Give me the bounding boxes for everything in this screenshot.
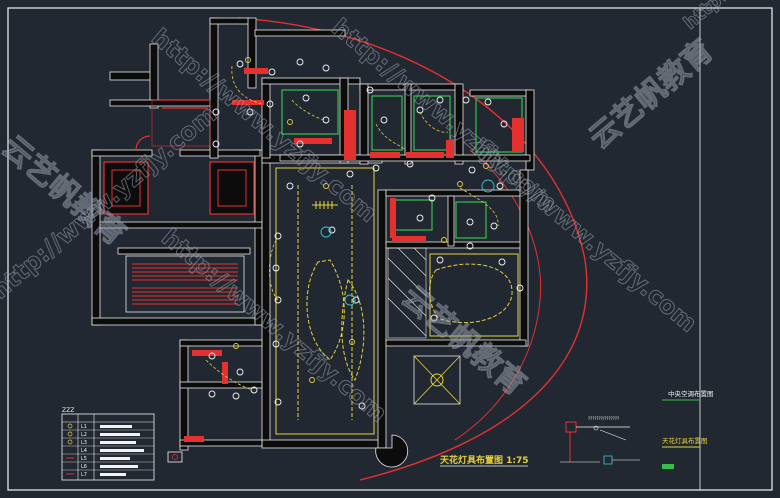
switch-wiring [205, 65, 499, 391]
staircase [125, 255, 245, 313]
detail-note: ???????/??????? [588, 416, 619, 421]
switch-detail-diagram: ???????/??????? [560, 416, 640, 465]
atrium-lightwell [413, 355, 461, 405]
section-marker-icon [167, 451, 183, 463]
legend-code-7: L7 [81, 472, 87, 478]
right-block-walls [385, 169, 529, 347]
watermark-url-3: http://www.yzfjy.com [156, 223, 392, 428]
watermark-url-5: http://www.yzfjy.com [0, 100, 222, 305]
legend-heading: ZZZ [62, 407, 74, 414]
round-column [375, 434, 409, 468]
spotlight-icon [233, 57, 489, 383]
downlight-icon [208, 58, 524, 410]
title-block-frame [699, 7, 773, 491]
left-door-swings [135, 99, 211, 151]
watermark-url-corner: http://www.yzfjy.com [680, 0, 780, 34]
curved-facade-outer [237, 17, 588, 481]
lower-left-fixtures [184, 350, 228, 442]
central-ceiling-outline [275, 167, 375, 435]
legend-code-5: L5 [81, 456, 87, 462]
right-block-cabinets [390, 198, 426, 242]
top-rooms-walls [254, 29, 535, 171]
legend-code-4: L4 [81, 448, 87, 454]
hatched-wall [387, 247, 427, 339]
elevator-shafts [103, 161, 255, 215]
right-room-cove [429, 263, 513, 324]
legend-code-1: L1 [81, 424, 87, 430]
watermark-brand-2: 云艺帆教育 [583, 33, 720, 156]
lower-left-walls [179, 339, 263, 451]
lighting-legend-table: ZZZ L1 L2 L3 L4 L5 L6 L7 [61, 407, 155, 481]
central-ceiling-coves [297, 185, 365, 420]
sanitary-fixtures [232, 68, 524, 160]
sheet-labels: 中央空调布置图 天花灯具布置图 [662, 389, 714, 469]
chandelier-icon [320, 179, 495, 306]
label-ceiling-light-plan: 天花灯具布置图 [662, 436, 708, 445]
legend-code-6: L6 [81, 464, 87, 470]
central-grille [312, 201, 338, 209]
label-hvac-plan: 中央空调布置图 [668, 389, 714, 398]
legend-code-3: L3 [81, 440, 87, 446]
legend-code-2: L2 [81, 432, 87, 438]
drawing-title: 天花灯具布置图 1:75 [440, 454, 529, 466]
